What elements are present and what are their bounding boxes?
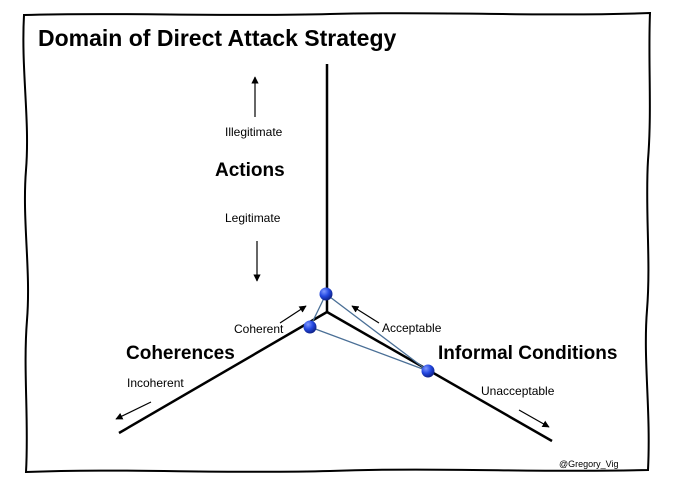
- coherences-axis-title: Coherences: [126, 343, 235, 364]
- acceptable-arrow: [351, 305, 380, 324]
- informal-conditions-axis: [326, 310, 553, 443]
- actions-marker: [319, 287, 333, 301]
- informal-conditions-axis-title: Informal Conditions: [438, 343, 618, 364]
- incoherent-arrow: [115, 401, 152, 420]
- legitimate-label: Legitimate: [225, 211, 281, 225]
- strategy-triangle: [309, 293, 429, 372]
- acceptable-label: Acceptable: [382, 321, 442, 335]
- unacceptable-arrow: [518, 409, 550, 428]
- coherences-axis: [118, 310, 328, 435]
- unacceptable-label: Unacceptable: [481, 384, 555, 398]
- incoherent-label: Incoherent: [127, 376, 184, 390]
- page-title: Domain of Direct Attack Strategy: [38, 25, 397, 51]
- sketch-border: [22, 11, 652, 474]
- author-credit: @Gregory_Vig: [559, 459, 619, 469]
- informal-conditions-marker: [421, 364, 435, 378]
- illegitimate-label: Illegitimate: [225, 125, 283, 139]
- coherent-arrow: [279, 305, 307, 324]
- coherences-marker: [303, 320, 317, 334]
- actions-axis-title: Actions: [215, 160, 285, 181]
- coherent-label: Coherent: [234, 322, 284, 336]
